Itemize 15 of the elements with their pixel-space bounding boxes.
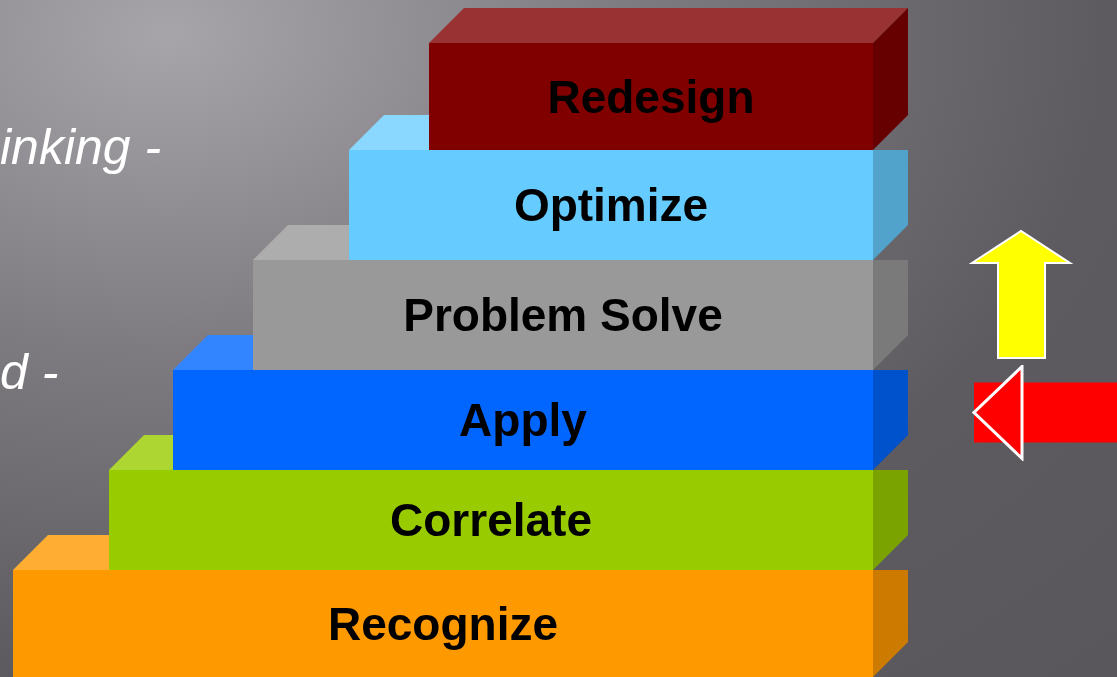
block-arrow [972,365,1117,460]
step-block [349,150,873,260]
step-label: Problem Solve [403,288,723,342]
step-label: Optimize [513,178,709,232]
step-label: Recognize [327,596,558,651]
step-block [253,260,873,370]
step-label: Apply [459,393,587,447]
step-block [173,370,873,470]
step-label: Redesign [547,69,755,124]
step-block [429,43,873,150]
slide-text: inking - [0,118,162,176]
slide-text: d - [0,343,59,401]
step-block [109,470,873,570]
step-block [13,570,873,677]
step-label: Correlate [390,493,592,547]
